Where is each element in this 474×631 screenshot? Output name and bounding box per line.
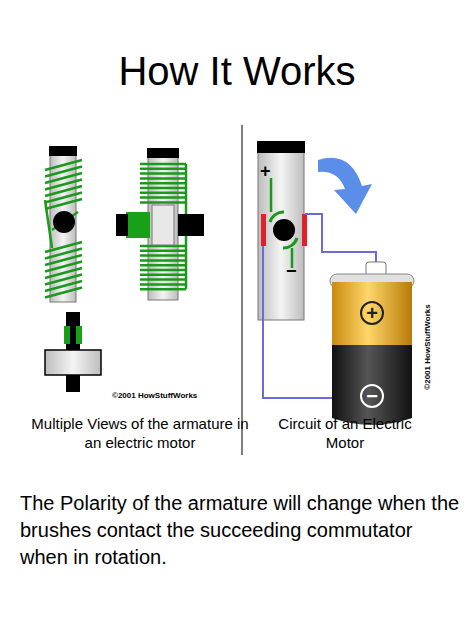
armature-view-2 <box>116 148 204 300</box>
page-title: How It Works <box>0 48 474 94</box>
polarity-sign: − <box>286 262 297 280</box>
coil-winding <box>140 264 186 267</box>
coil-winding <box>140 254 186 257</box>
coil-winding <box>140 177 186 180</box>
coil-winding <box>140 250 186 253</box>
coil-winding <box>140 172 186 175</box>
armature-view-3 <box>45 312 101 392</box>
coil-winding <box>140 201 186 204</box>
coil-winding <box>140 269 186 272</box>
figure-caption: Multiple Views of the armature in an ele… <box>28 414 252 452</box>
coil-winding <box>45 288 82 298</box>
armature-view-1 <box>45 146 82 302</box>
coil-winding <box>140 192 186 195</box>
battery-terminal-sign: + <box>362 302 382 324</box>
coil-winding <box>140 187 186 190</box>
coil-winding <box>140 168 186 171</box>
coil-winding <box>140 288 186 291</box>
body-text: The Polarity of the armature will change… <box>20 490 460 571</box>
figure-caption: Circuit of an Electric Motor <box>262 414 428 452</box>
copyright-note: ©2001 HowStuffWorks <box>423 297 433 397</box>
battery <box>330 262 414 425</box>
coil-winding <box>140 283 186 286</box>
coil-winding <box>140 196 186 199</box>
battery-terminal-sign: − <box>362 385 382 407</box>
coil-winding <box>140 182 186 185</box>
coil-winding <box>140 278 186 281</box>
divider-line <box>242 125 243 455</box>
copyright-note: ©2001 HowStuffWorks <box>112 391 197 401</box>
coil-winding <box>45 200 52 248</box>
coil-winding <box>140 274 186 277</box>
polarity-sign: + <box>260 162 271 180</box>
coil-winding <box>140 259 186 262</box>
coil-winding <box>140 163 186 166</box>
coil-winding <box>45 199 82 209</box>
